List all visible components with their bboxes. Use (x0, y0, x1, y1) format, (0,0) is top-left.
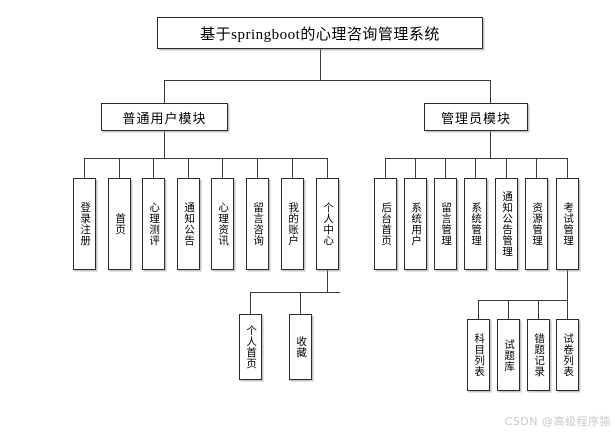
node-message-consult-label: 留言咨询 (252, 202, 264, 246)
node-resource-manage[interactable]: 资源管理 (525, 178, 548, 270)
edge-user-module-drop (164, 131, 165, 158)
node-psych-test-label: 心理测评 (148, 202, 160, 246)
node-system-title[interactable]: 基于springboot的心理咨询管理系统 (157, 17, 483, 49)
edge-exam-child-2 (508, 300, 509, 319)
edge-admin-module-drop (490, 131, 491, 158)
edge-admin-child-6 (536, 158, 537, 178)
node-question-bank-label: 试题库 (503, 338, 515, 372)
edge-top-bus (164, 80, 491, 81)
node-personal-home-label: 个人首页 (245, 325, 257, 369)
node-notice-label: 通知公告 (183, 202, 195, 246)
node-admin-home-label: 后台首页 (380, 202, 392, 246)
node-admin-home[interactable]: 后台首页 (374, 178, 397, 270)
edge-exam-child-3 (538, 300, 539, 319)
edge-personal-center-drop (327, 270, 328, 292)
node-notice-manage[interactable]: 通知公告管理 (495, 178, 518, 270)
node-my-account-label: 我的账户 (287, 202, 299, 246)
edge-admin-child-7 (567, 158, 568, 178)
edge-exam-bus (478, 300, 568, 301)
edge-exam-child-4 (567, 300, 568, 319)
node-favorites-label: 收藏 (295, 336, 307, 358)
node-personal-center[interactable]: 个人中心 (316, 178, 339, 270)
node-personal-home[interactable]: 个人首页 (239, 314, 262, 380)
edge-personal-child-1 (250, 292, 251, 314)
edge-user-child-3 (153, 158, 154, 178)
node-system-manage[interactable]: 系统管理 (464, 178, 487, 270)
node-exam-manage-label: 考试管理 (562, 202, 574, 246)
edge-title-drop (320, 49, 321, 80)
node-notice[interactable]: 通知公告 (177, 178, 200, 270)
edge-to-user-module (164, 80, 165, 103)
node-wrong-record-label: 错题记录 (533, 333, 545, 377)
node-personal-center-label: 个人中心 (322, 202, 334, 246)
node-admin-module-label: 管理员模块 (440, 110, 511, 126)
edge-personal-center-bus (250, 292, 340, 293)
node-message-manage-label: 留言管理 (440, 202, 452, 246)
node-user-module[interactable]: 普通用户模块 (101, 103, 228, 131)
node-admin-module[interactable]: 管理员模块 (424, 103, 528, 131)
edge-admin-bus (385, 158, 567, 159)
edge-admin-child-3 (445, 158, 446, 178)
edge-user-child-8 (327, 158, 328, 178)
edge-user-bus (84, 158, 327, 159)
edge-user-child-5 (222, 158, 223, 178)
node-question-bank[interactable]: 试题库 (497, 319, 520, 391)
edge-admin-child-1 (385, 158, 386, 178)
edge-admin-child-4 (475, 158, 476, 178)
node-system-user-label: 系统用户 (410, 202, 422, 246)
node-psych-news[interactable]: 心理资讯 (211, 178, 234, 270)
edge-personal-child-2 (300, 292, 301, 314)
edge-admin-child-5 (506, 158, 507, 178)
node-message-consult[interactable]: 留言咨询 (246, 178, 269, 270)
node-favorites[interactable]: 收藏 (289, 314, 312, 380)
edge-admin-child-2 (415, 158, 416, 178)
node-paper-list-label: 试卷列表 (562, 333, 574, 377)
node-paper-list[interactable]: 试卷列表 (556, 319, 579, 391)
node-system-title-label: 基于springboot的心理咨询管理系统 (200, 26, 440, 43)
node-message-manage[interactable]: 留言管理 (434, 178, 457, 270)
edge-to-admin-module (490, 80, 491, 103)
node-my-account[interactable]: 我的账户 (281, 178, 304, 270)
node-psych-news-label: 心理资讯 (217, 202, 229, 246)
edge-user-child-4 (188, 158, 189, 178)
node-wrong-record[interactable]: 错题记录 (527, 319, 550, 391)
edge-user-child-2 (119, 158, 120, 178)
node-resource-manage-label: 资源管理 (531, 202, 543, 246)
node-system-user[interactable]: 系统用户 (404, 178, 427, 270)
node-system-manage-label: 系统管理 (470, 202, 482, 246)
node-home[interactable]: 首页 (108, 178, 131, 270)
edge-exam-manage-drop (567, 270, 568, 300)
node-exam-manage[interactable]: 考试管理 (556, 178, 579, 270)
node-home-label: 首页 (114, 213, 126, 235)
edge-user-child-1 (84, 158, 85, 178)
watermark-text: CSDN @高级程序猿 (504, 415, 611, 428)
node-subject-list[interactable]: 科目列表 (467, 319, 490, 391)
node-user-module-label: 普通用户模块 (122, 110, 207, 126)
node-notice-manage-label: 通知公告管理 (501, 191, 513, 257)
node-psych-test[interactable]: 心理测评 (142, 178, 165, 270)
edge-user-child-6 (257, 158, 258, 178)
edge-user-child-7 (292, 158, 293, 178)
node-login-register-label: 登录注册 (79, 202, 91, 246)
edge-exam-child-1 (478, 300, 479, 319)
node-login-register[interactable]: 登录注册 (73, 178, 96, 270)
node-subject-list-label: 科目列表 (473, 333, 485, 377)
